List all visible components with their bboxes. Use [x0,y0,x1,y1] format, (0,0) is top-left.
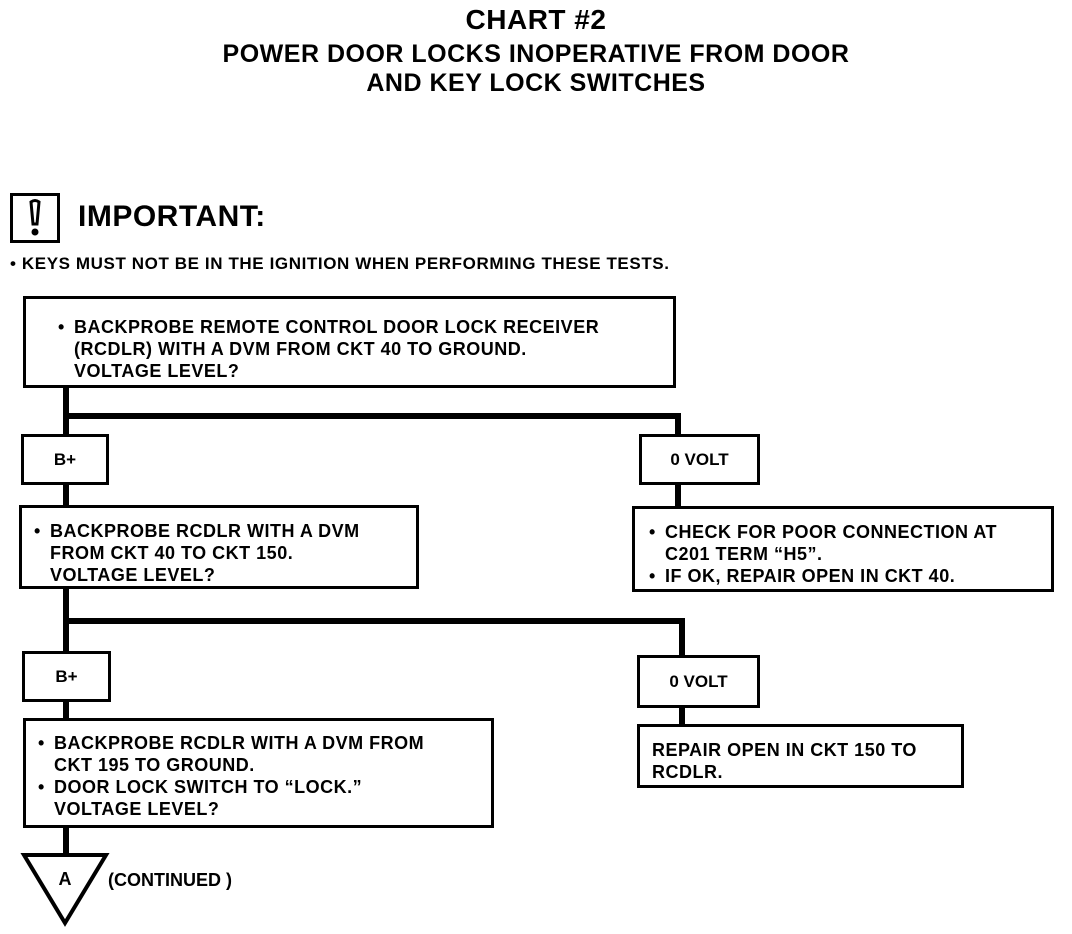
connector-line [63,482,69,508]
chart-number: CHART #2 [465,4,607,35]
chart-title-line2: AND KEY LOCK SWITCHES [366,69,706,97]
fix1-box: CHECK FOR POOR CONNECTION AT C201 TERM “… [632,506,1054,592]
connector-letter: A [59,869,72,889]
zero-volt-label: 0 VOLT [639,434,760,485]
zero-volt-label: 0 VOLT [637,655,760,708]
step3-line: VOLTAGE LEVEL? [54,799,220,819]
fix2-box: REPAIR OPEN IN CKT 150 TO RCDLR. [637,724,964,788]
step1-line: BACKPROBE REMOTE CONTROL DOOR LOCK RECEI… [58,316,673,338]
connector-line [63,413,681,419]
fix2-line: RCDLR. [652,762,723,782]
step2-line: FROM CKT 40 TO CKT 150. [50,543,294,563]
exclamation-icon [10,193,60,243]
step1-line: VOLTAGE LEVEL? [74,361,240,381]
step2-line: VOLTAGE LEVEL? [50,565,216,585]
step1-box: BACKPROBE REMOTE CONTROL DOOR LOCK RECEI… [23,296,676,388]
connector-line [675,413,681,437]
connector-line [679,618,685,656]
step3-line: DOOR LOCK SWITCH TO “LOCK.” [38,776,491,798]
important-heading: IMPORTANT: [78,200,266,233]
chart-title-line1: POWER DOOR LOCKS INOPERATIVE FROM DOOR [222,40,850,68]
step2-line: BACKPROBE RCDLR WITH A DVM [34,520,416,542]
b-plus-label: B+ [21,434,109,485]
connector-line [63,618,685,624]
step2-box: BACKPROBE RCDLR WITH A DVM FROM CKT 40 T… [19,505,419,589]
connector-line [63,385,69,435]
b-plus-label: B+ [22,651,111,702]
connector-line [675,482,681,510]
fix1-line: CHECK FOR POOR CONNECTION AT [649,521,1051,543]
connector-line [63,699,69,721]
step3-line: BACKPROBE RCDLR WITH A DVM FROM [38,732,491,754]
step1-line: (RCDLR) WITH A DVM FROM CKT 40 TO GROUND… [74,339,527,359]
step3-box: BACKPROBE RCDLR WITH A DVM FROM CKT 195 … [23,718,494,828]
connector-line [63,824,69,854]
fix1-line: IF OK, REPAIR OPEN IN CKT 40. [649,565,1051,587]
important-note: • KEYS MUST NOT BE IN THE IGNITION WHEN … [10,254,670,273]
continued-label: (CONTINUED ) [108,870,232,890]
connector-line [679,705,685,727]
step3-line: CKT 195 TO GROUND. [54,755,255,775]
continuation-connector: A [20,851,110,934]
fix1-line: C201 TERM “H5”. [665,544,823,564]
fix2-line: REPAIR OPEN IN CKT 150 TO [652,740,917,760]
